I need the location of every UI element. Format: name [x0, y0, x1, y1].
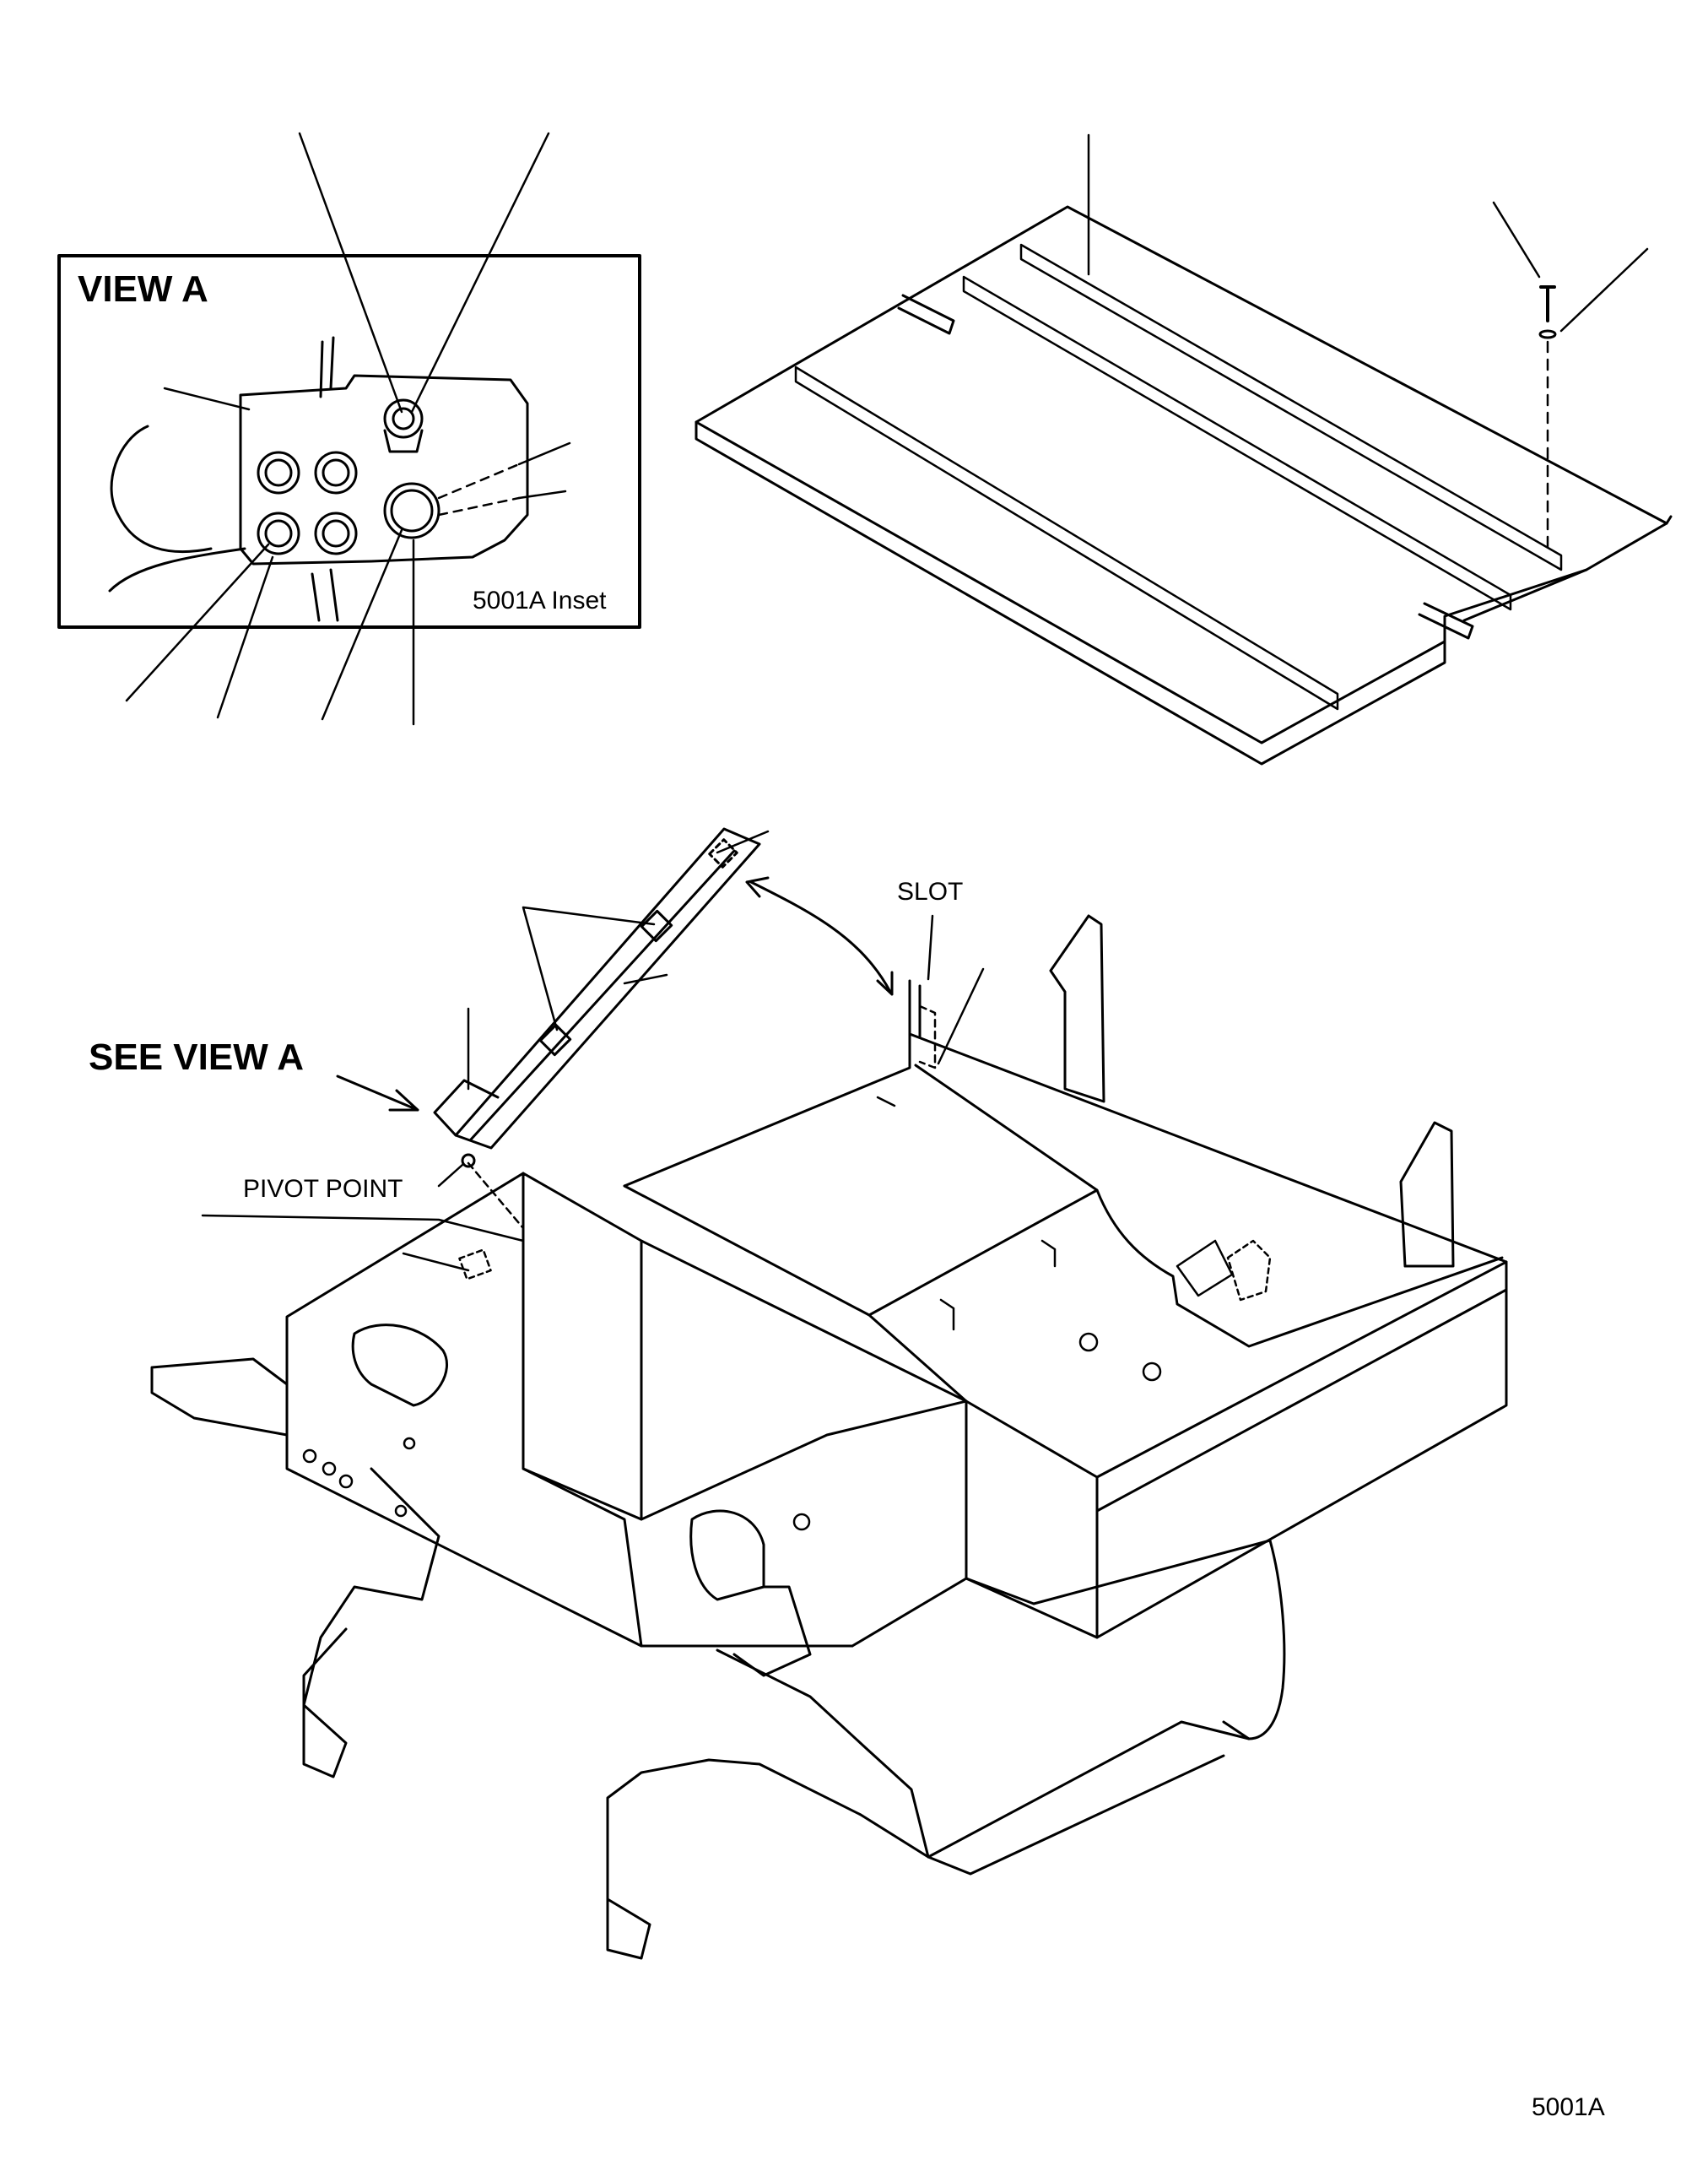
pivot-leader	[201, 1163, 525, 1272]
frame-left-outer	[285, 1172, 643, 1648]
pivot-point-label: PIVOT POINT	[243, 1175, 403, 1203]
under-plate	[927, 1539, 1272, 1876]
inset-hidden-lines	[437, 463, 521, 517]
view-a-title: VIEW A	[78, 268, 208, 310]
tilt-panel-hinge	[433, 1079, 500, 1137]
rear-post-left	[1049, 914, 1105, 1103]
rotation-arrow-head-1	[745, 876, 770, 898]
mount-left	[351, 1324, 449, 1407]
frame-center-divider	[640, 1399, 968, 1648]
mount-center	[689, 1509, 765, 1601]
under-tube	[1222, 1539, 1286, 1740]
floor-plate	[695, 133, 1673, 766]
tilt-panel-callouts	[467, 830, 770, 1091]
frame-details	[302, 1096, 1272, 1531]
figure-number: 5001A	[1532, 2093, 1605, 2121]
slot-hidden	[918, 1004, 937, 1069]
inset-callout-lines	[125, 132, 571, 726]
cab-frame	[150, 827, 1508, 1960]
inset-hose-left	[108, 425, 246, 593]
frame-left-wall	[522, 1172, 968, 1521]
rotation-arrow	[749, 880, 892, 993]
slot-callout	[927, 914, 985, 1065]
floor-plate-top	[695, 205, 1668, 744]
rear-post-right	[1399, 1121, 1455, 1268]
pivot-hidden-block	[458, 1248, 492, 1280]
tilt-panel	[454, 827, 761, 1150]
inset-caption: 5001A Inset	[473, 587, 607, 614]
tilt-panel-pad-2	[640, 909, 673, 943]
valve-ports	[257, 398, 441, 555]
floor-plate-notch-left	[897, 294, 955, 335]
frame-front-box	[965, 1260, 1508, 1639]
inset-bracket-vertical	[311, 336, 339, 622]
rotation-arrow-head-2	[876, 971, 894, 996]
front-leg-center	[606, 1648, 930, 1960]
valve-block	[239, 374, 529, 566]
slot-label: SLOT	[897, 878, 964, 906]
frame-front-box-inner	[851, 1399, 1099, 1648]
mount-ear	[732, 1585, 812, 1677]
see-view-a-label: SEE VIEW A	[89, 1037, 305, 1078]
pivot-hidden-line	[467, 1161, 525, 1230]
frame-rear-tray	[1095, 1188, 1504, 1348]
see-view-arrow	[336, 1075, 419, 1112]
floor-runners	[794, 243, 1563, 711]
pivot-hole	[461, 1153, 476, 1168]
front-foot-left	[150, 1357, 289, 1437]
frame-floor-center	[623, 1064, 1099, 1403]
slot-opening	[908, 979, 922, 1038]
front-leg-left	[302, 1467, 441, 1778]
tilt-panel-pad-3	[538, 1023, 572, 1057]
view-a-inset	[57, 132, 641, 726]
floor-plate-edge	[695, 420, 1673, 766]
floor-plate-notch-right	[1418, 602, 1474, 640]
floor-fastener	[1492, 201, 1649, 555]
inset-frame	[57, 254, 641, 629]
